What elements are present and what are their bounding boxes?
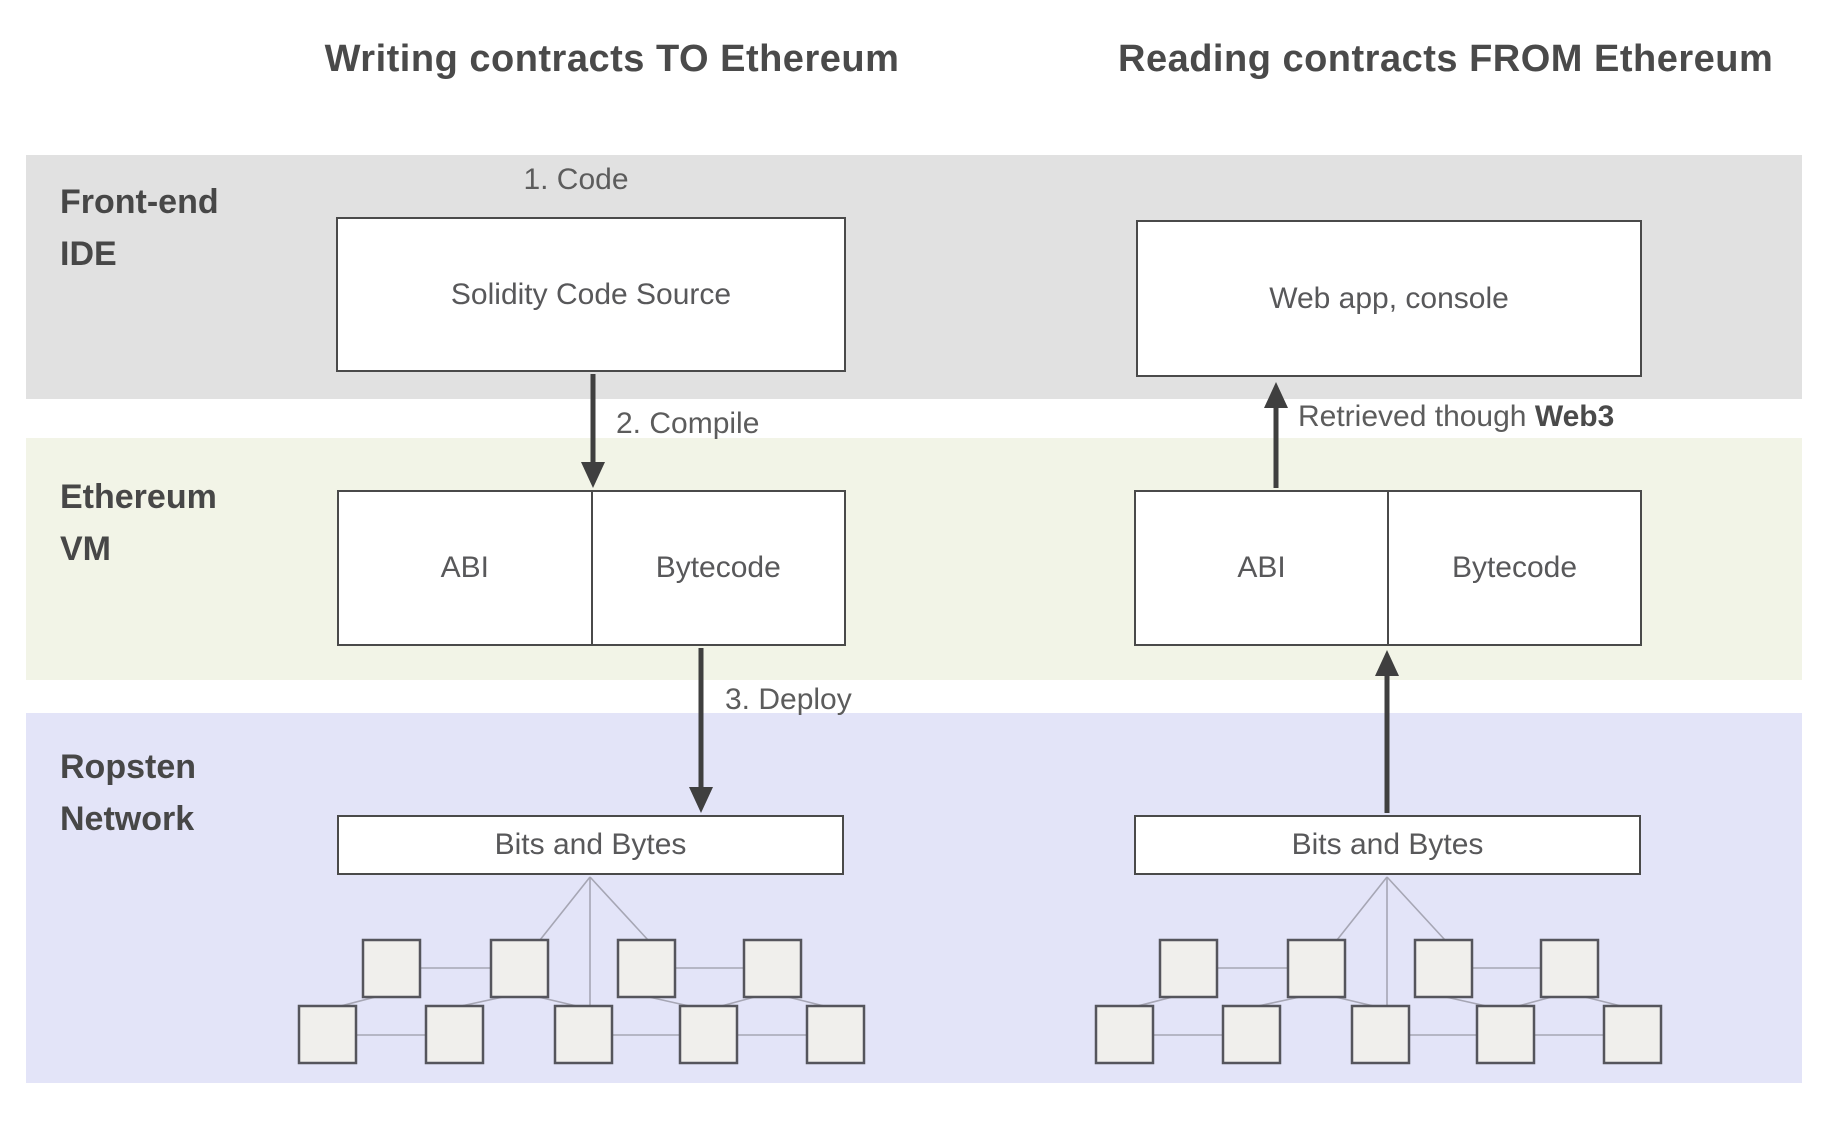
compile-arrow xyxy=(581,374,605,488)
right-column-title: Reading contracts FROM Ethereum xyxy=(1118,38,1774,80)
solidity-code-source-box: Solidity Code Source xyxy=(336,217,846,372)
right-network-nodes xyxy=(1094,938,1663,1065)
right-abi-bytecode-box: ABI Bytecode xyxy=(1134,490,1642,646)
right-abi-cell: ABI xyxy=(1136,492,1389,644)
band-label-ropsten-network: Ropsten Network xyxy=(60,741,196,845)
band-label-ropsten-line1: Ropsten xyxy=(60,748,196,786)
left-abi-label: ABI xyxy=(440,551,489,584)
left-bits-and-bytes-label: Bits and Bytes xyxy=(494,828,687,861)
right-abi-label: ABI xyxy=(1237,551,1286,584)
retrieved-through-web3-label: Retrieved though Web3 xyxy=(1298,400,1710,434)
retrieved-label-text: Retrieved though xyxy=(1298,400,1535,433)
band-label-evm-line1: Ethereum xyxy=(60,478,217,516)
left-bytecode-label: Bytecode xyxy=(655,551,781,584)
band-label-frontend-line2: IDE xyxy=(60,235,117,273)
deploy-arrow xyxy=(689,648,713,813)
solidity-code-source-label: Solidity Code Source xyxy=(450,277,732,311)
retrieve-arrow-upper xyxy=(1264,382,1288,488)
left-network-nodes xyxy=(297,938,866,1065)
web-app-console-label: Web app, console xyxy=(1269,281,1509,315)
left-abi-bytecode-box: ABI Bytecode xyxy=(337,490,846,646)
right-bits-and-bytes-box: Bits and Bytes xyxy=(1134,815,1641,875)
retrieve-arrow-lower xyxy=(1375,650,1399,813)
band-label-ropsten-line2: Network xyxy=(60,800,195,838)
step-label-compile: 2. Compile xyxy=(616,407,760,440)
right-bits-and-bytes-label: Bits and Bytes xyxy=(1291,828,1484,861)
left-bits-and-bytes-box: Bits and Bytes xyxy=(337,815,844,875)
left-abi-cell: ABI xyxy=(339,492,593,644)
retrieved-label-web3: Web3 xyxy=(1534,400,1615,433)
right-bytecode-label: Bytecode xyxy=(1451,551,1578,584)
step-label-deploy: 3. Deploy xyxy=(725,683,852,716)
band-label-evm-line2: VM xyxy=(60,530,111,568)
left-bytecode-cell: Bytecode xyxy=(593,492,845,644)
step-label-code: 1. Code xyxy=(523,163,629,196)
band-label-frontend-ide: Front-end IDE xyxy=(60,176,219,280)
right-bytecode-cell: Bytecode xyxy=(1389,492,1640,644)
left-column-title: Writing contracts TO Ethereum xyxy=(324,38,900,80)
band-label-frontend-line1: Front-end xyxy=(60,183,219,221)
web-app-console-box: Web app, console xyxy=(1136,220,1642,377)
band-label-ethereum-vm: Ethereum VM xyxy=(60,471,217,575)
